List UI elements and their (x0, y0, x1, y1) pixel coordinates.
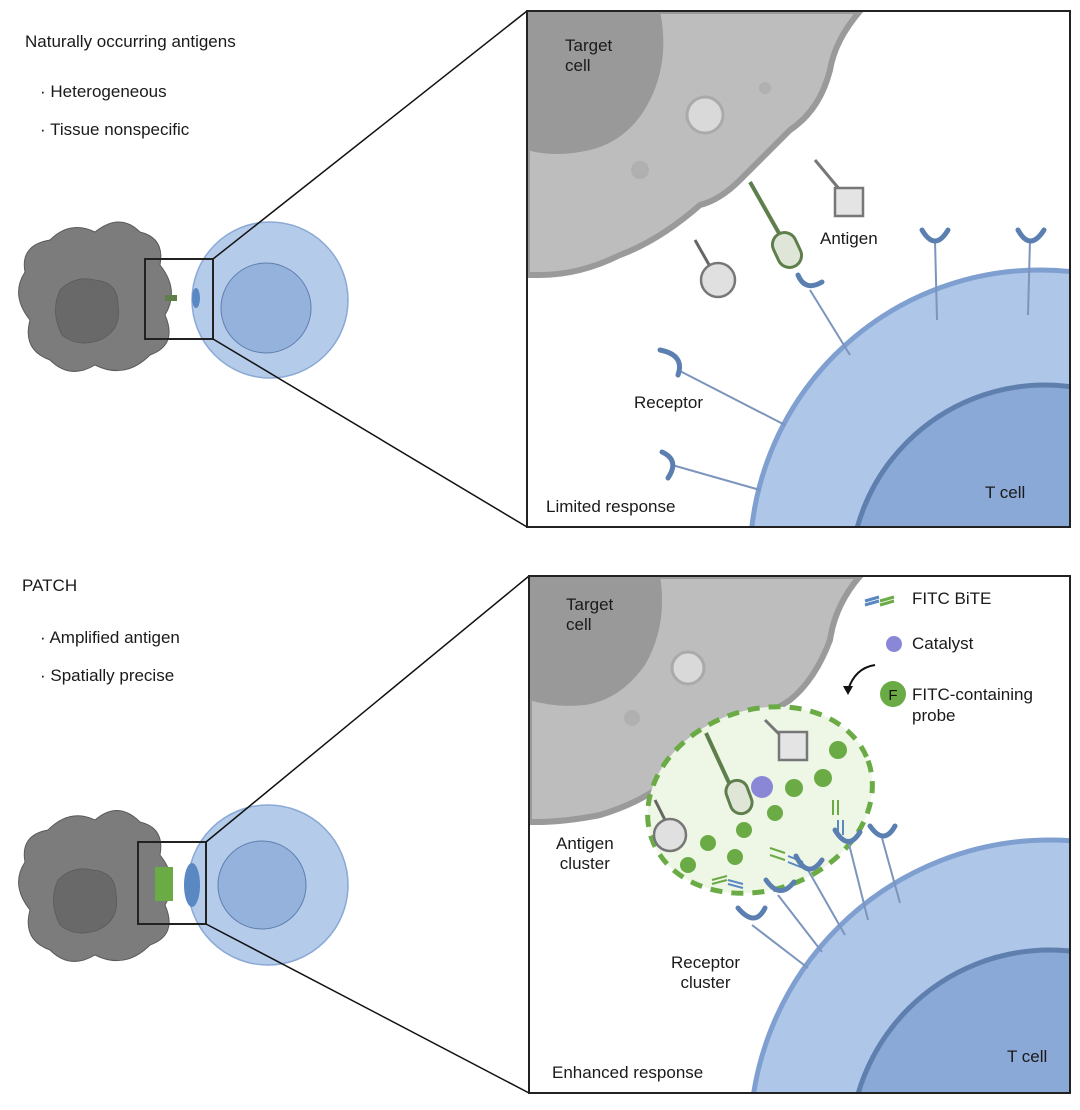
panel2-bullet-spatial: · Spatially precise (40, 666, 175, 685)
antigen-round (699, 261, 737, 299)
target-nucleus-small (55, 278, 119, 344)
zoom-box (144, 258, 214, 340)
svg-text:F: F (888, 687, 897, 704)
receptor-cluster-label: Receptor cluster (671, 953, 740, 993)
panel1-zoom-frame (526, 10, 1071, 528)
legend-bite-label: FITC BiTE (912, 589, 992, 608)
probe-patch-small (155, 867, 173, 901)
receptor-cluster-small (184, 863, 200, 907)
antigen-stub-small (165, 295, 177, 301)
antigen-cluster-label: Antigen cluster (556, 834, 614, 874)
panel2-zoom-frame (528, 575, 1071, 1094)
zoom-line-top (212, 10, 528, 260)
limited-response-label: Limited response (546, 497, 676, 516)
target-nucleus-zoom (527, 11, 664, 154)
panel1-bullet-tissue: · Tissue nonspecific (40, 120, 190, 139)
catalyst (751, 776, 773, 798)
legend-probe-label: FITC-containing probe (912, 685, 1033, 726)
target-cell-label-1: Target cell (565, 36, 613, 76)
legend-catalyst-label: Catalyst (912, 634, 974, 653)
enhanced-response-label: Enhanced response (552, 1063, 704, 1082)
t-cell-label-1: T cell (985, 483, 1026, 502)
panel1-overview (18, 10, 528, 528)
catalyst-icon (886, 636, 902, 652)
fitc-probe-icon: F (880, 681, 906, 707)
panel1-bullet-heterogeneous: · Heterogeneous (40, 82, 167, 101)
receptor-label: Receptor (634, 393, 703, 412)
panel2-heading: PATCH (22, 576, 78, 595)
zoom-line-bottom (212, 338, 528, 528)
t-cell-nucleus-zoom (854, 382, 1070, 527)
t-cell-nucleus-small (220, 262, 312, 354)
bite-icon (864, 595, 895, 607)
target-cell-label-2: Target cell (566, 595, 614, 635)
panel2-zoom (529, 576, 1070, 1093)
antigen-oval (770, 231, 804, 269)
receptor-patch-small (192, 288, 200, 308)
panel1-zoom (527, 11, 1070, 527)
panel2-overview (18, 575, 530, 1094)
fitc-probes (680, 741, 847, 873)
t-cell-label-2: T cell (1007, 1047, 1048, 1066)
panel2-bullet-amplified: · Amplified antigen (40, 628, 180, 647)
zoom-box-2 (137, 841, 207, 925)
panel1-heading: Naturally occurring antigens (25, 32, 236, 51)
antigen-square (833, 186, 865, 218)
antigen-label: Antigen (820, 229, 878, 248)
